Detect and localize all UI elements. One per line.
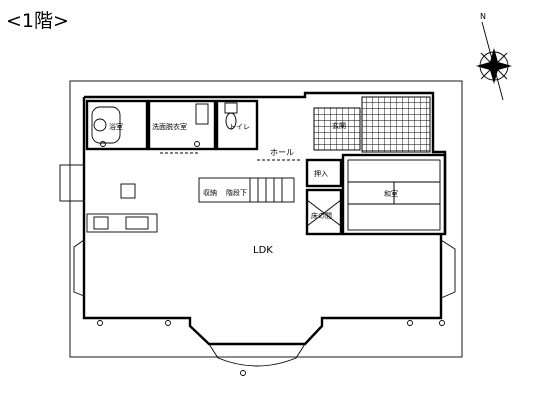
stairs: 収納 階段下 bbox=[198, 177, 295, 203]
site-boundary bbox=[69, 80, 463, 358]
bath-room: 浴室 bbox=[85, 99, 149, 151]
washroom-label: 洗面脱衣室 bbox=[152, 122, 187, 131]
floor-title: <1階> bbox=[6, 10, 69, 32]
kitchen-counter bbox=[86, 183, 158, 233]
alcove-label: 床の間 bbox=[311, 211, 332, 220]
alcove: 床の間 bbox=[305, 188, 343, 236]
entrance-label: 玄関 bbox=[332, 121, 346, 130]
bath-label: 浴室 bbox=[109, 122, 123, 131]
storage-label: 収納 bbox=[203, 188, 217, 197]
north-label: N bbox=[480, 12, 486, 21]
tatami-room: 和室 bbox=[341, 153, 447, 236]
column-markers bbox=[97, 141, 445, 376]
ldk-label: LDK bbox=[253, 245, 273, 256]
tatami-label: 和室 bbox=[384, 189, 398, 198]
hall-label: ホール bbox=[270, 148, 294, 157]
compass-icon: N bbox=[476, 12, 512, 101]
toilet-label: トイレ bbox=[229, 123, 250, 131]
exterior-walls bbox=[59, 91, 456, 346]
washroom: 洗面脱衣室 bbox=[147, 99, 217, 151]
stairs-storage-label: 階段下 bbox=[226, 188, 247, 197]
closet-label: 押入 bbox=[314, 169, 328, 178]
toilet-room: トイレ bbox=[215, 99, 259, 151]
bay-window bbox=[208, 343, 306, 367]
entrance-area: 玄関 bbox=[313, 96, 431, 153]
closet: 押入 bbox=[305, 158, 343, 188]
